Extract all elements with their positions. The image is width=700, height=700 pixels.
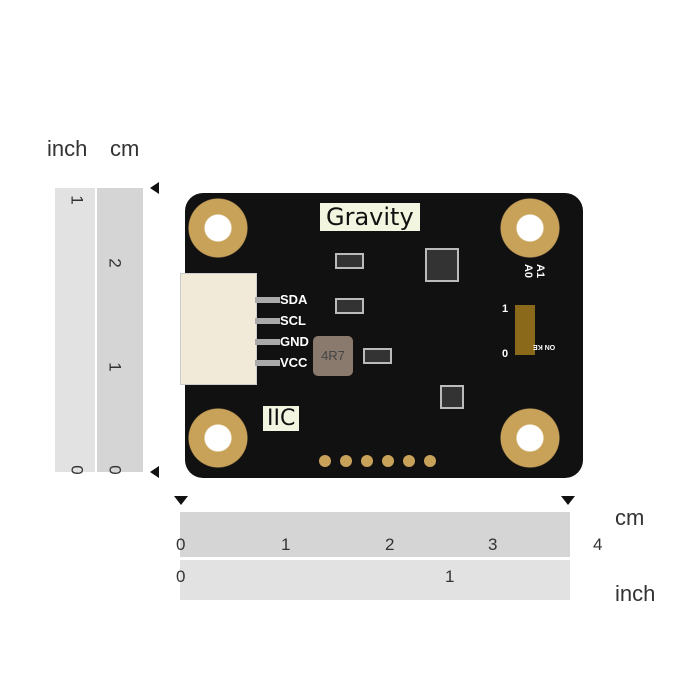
dip-switch[interactable]: [515, 305, 535, 355]
pin-label-sda: SDA: [280, 292, 308, 307]
solder-pad: [361, 455, 373, 467]
cm-tick: 0: [176, 535, 186, 554]
cm-tick: 3: [488, 535, 498, 554]
connector: [180, 273, 257, 385]
chip: [335, 298, 364, 314]
marker-icon: [561, 496, 575, 505]
solder-pad: [424, 455, 436, 467]
chip: [335, 253, 364, 269]
solder-pad: [382, 455, 394, 467]
mounting-hole: [500, 198, 560, 258]
switch-label-a0: A0: [522, 263, 535, 279]
switch-label-zero: 0: [502, 348, 509, 360]
brand-label: Gravity: [320, 203, 420, 231]
left-inch-label: inch: [47, 136, 88, 161]
sensor-board: Gravity IIC SDA SCL GND VCC 4R7 A1 A0 1 …: [180, 193, 583, 478]
solder-pad: [340, 455, 352, 467]
cm-tick: 1: [281, 535, 291, 554]
cm-tick: 4: [593, 535, 603, 554]
left-cm-scale: [97, 188, 143, 472]
cm-tick-0: 0: [105, 465, 125, 475]
bottom-cm-label: cm: [615, 505, 645, 530]
bottom-inch-scale: [180, 560, 570, 600]
bottom-cm-scale: [180, 512, 570, 557]
pin-label-vcc: VCC: [280, 355, 308, 370]
interface-label: IIC: [263, 406, 300, 431]
inductor: 4R7: [313, 336, 353, 376]
connector-lead: [255, 318, 280, 324]
solder-pad: [403, 455, 415, 467]
mounting-hole: [188, 198, 248, 258]
cm-tick: 2: [385, 535, 395, 554]
switch-label-on: ON KE: [533, 343, 556, 350]
inch-tick: 1: [445, 567, 455, 586]
cm-tick-2: 2: [105, 258, 125, 268]
inch-tick-1: 1: [67, 195, 87, 205]
marker-icon: [150, 182, 159, 194]
connector-lead: [255, 339, 280, 345]
left-cm-label: cm: [110, 136, 140, 161]
chip: [425, 248, 459, 282]
mounting-hole: [188, 408, 248, 468]
switch-label-a1: A1: [534, 263, 547, 279]
bottom-inch-label: inch: [615, 581, 656, 606]
pin-label-scl: SCL: [280, 313, 306, 328]
connector-lead: [255, 297, 280, 303]
inch-tick-0: 0: [67, 465, 87, 475]
switch-label-one: 1: [502, 303, 509, 315]
left-inch-scale: [55, 188, 95, 472]
marker-icon: [174, 496, 188, 505]
solder-pad: [319, 455, 331, 467]
cm-tick-1: 1: [105, 362, 125, 372]
chip: [440, 385, 464, 409]
connector-lead: [255, 360, 280, 366]
marker-icon: [150, 466, 159, 478]
pin-label-gnd: GND: [280, 334, 309, 349]
inch-tick: 0: [176, 567, 186, 586]
mounting-hole: [500, 408, 560, 468]
chip: [363, 348, 392, 364]
